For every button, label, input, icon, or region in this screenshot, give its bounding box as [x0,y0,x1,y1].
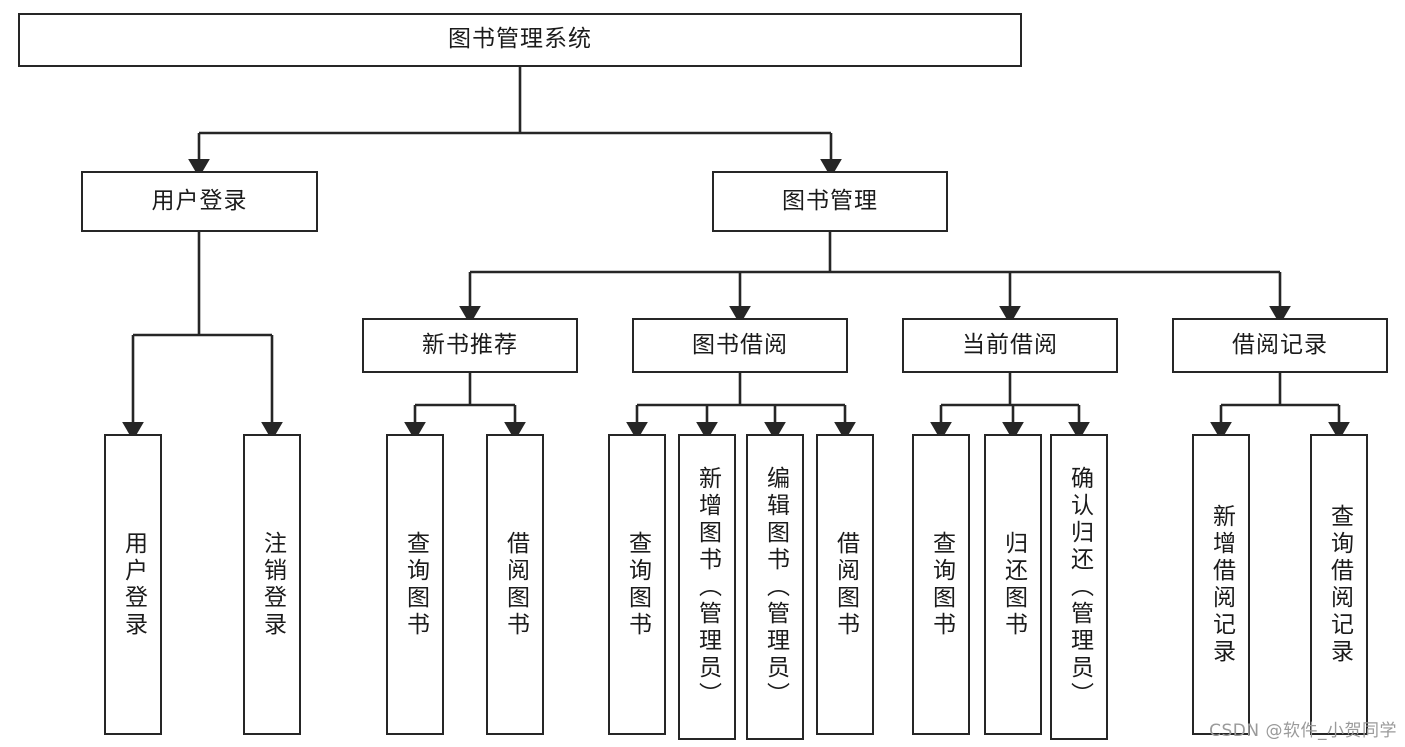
node-leaf-return-book-label: 归还图书 [1000,530,1027,639]
node-leaf-query-book-current-label: 查询图书 [928,530,955,639]
node-leaf-add-borrow-record[interactable]: 新增借阅记录 [1192,434,1250,735]
node-leaf-user-login[interactable]: 用户登录 [104,434,162,735]
node-leaf-query-book-borrow-label: 查询图书 [624,530,651,639]
node-root-label: 图书管理系统 [448,26,592,53]
node-borrow-record[interactable]: 借阅记录 [1172,318,1388,373]
node-user-login-label: 用户登录 [151,187,248,214]
node-new-book-recommend[interactable]: 新书推荐 [362,318,578,373]
node-current-borrow[interactable]: 当前借阅 [902,318,1118,373]
node-book-manage-label: 图书管理 [782,187,878,214]
node-leaf-add-book-admin[interactable]: 新增图书（管理员） [678,434,736,740]
node-book-manage[interactable]: 图书管理 [712,171,948,232]
csdn-watermark: CSDN @软件_小贺同学 [1209,721,1397,741]
node-leaf-edit-book-admin[interactable]: 编辑图书（管理员） [746,434,804,740]
node-leaf-query-borrow-record-label: 查询借阅记录 [1326,503,1353,666]
node-borrow-record-label: 借阅记录 [1232,331,1328,358]
node-leaf-user-login-label: 用户登录 [120,530,147,639]
node-leaf-query-borrow-record[interactable]: 查询借阅记录 [1310,434,1368,735]
node-new-book-recommend-label: 新书推荐 [422,331,518,358]
node-leaf-add-borrow-record-label: 新增借阅记录 [1208,503,1235,666]
node-leaf-borrow-book-rec[interactable]: 借阅图书 [486,434,544,735]
node-current-borrow-label: 当前借阅 [962,331,1058,358]
node-user-login[interactable]: 用户登录 [81,171,318,232]
node-leaf-edit-book-admin-label: 编辑图书（管理员） [762,465,789,709]
node-leaf-add-book-admin-label: 新增图书（管理员） [694,465,721,709]
node-leaf-borrow-book-label: 借阅图书 [832,530,859,639]
node-leaf-query-book-rec-label: 查询图书 [402,530,429,639]
node-book-borrow-label: 图书借阅 [692,331,788,358]
node-leaf-return-book[interactable]: 归还图书 [984,434,1042,735]
node-leaf-borrow-book[interactable]: 借阅图书 [816,434,874,735]
node-leaf-logout[interactable]: 注销登录 [243,434,301,735]
node-book-borrow[interactable]: 图书借阅 [632,318,848,373]
node-leaf-confirm-return-admin[interactable]: 确认归还（管理员） [1050,434,1108,740]
node-leaf-query-book-borrow[interactable]: 查询图书 [608,434,666,735]
node-root[interactable]: 图书管理系统 [18,13,1022,67]
node-leaf-logout-label: 注销登录 [259,530,286,639]
node-leaf-confirm-return-admin-label: 确认归还（管理员） [1066,465,1093,709]
node-leaf-borrow-book-rec-label: 借阅图书 [502,530,529,639]
node-leaf-query-book-current[interactable]: 查询图书 [912,434,970,735]
node-leaf-query-book-rec[interactable]: 查询图书 [386,434,444,735]
